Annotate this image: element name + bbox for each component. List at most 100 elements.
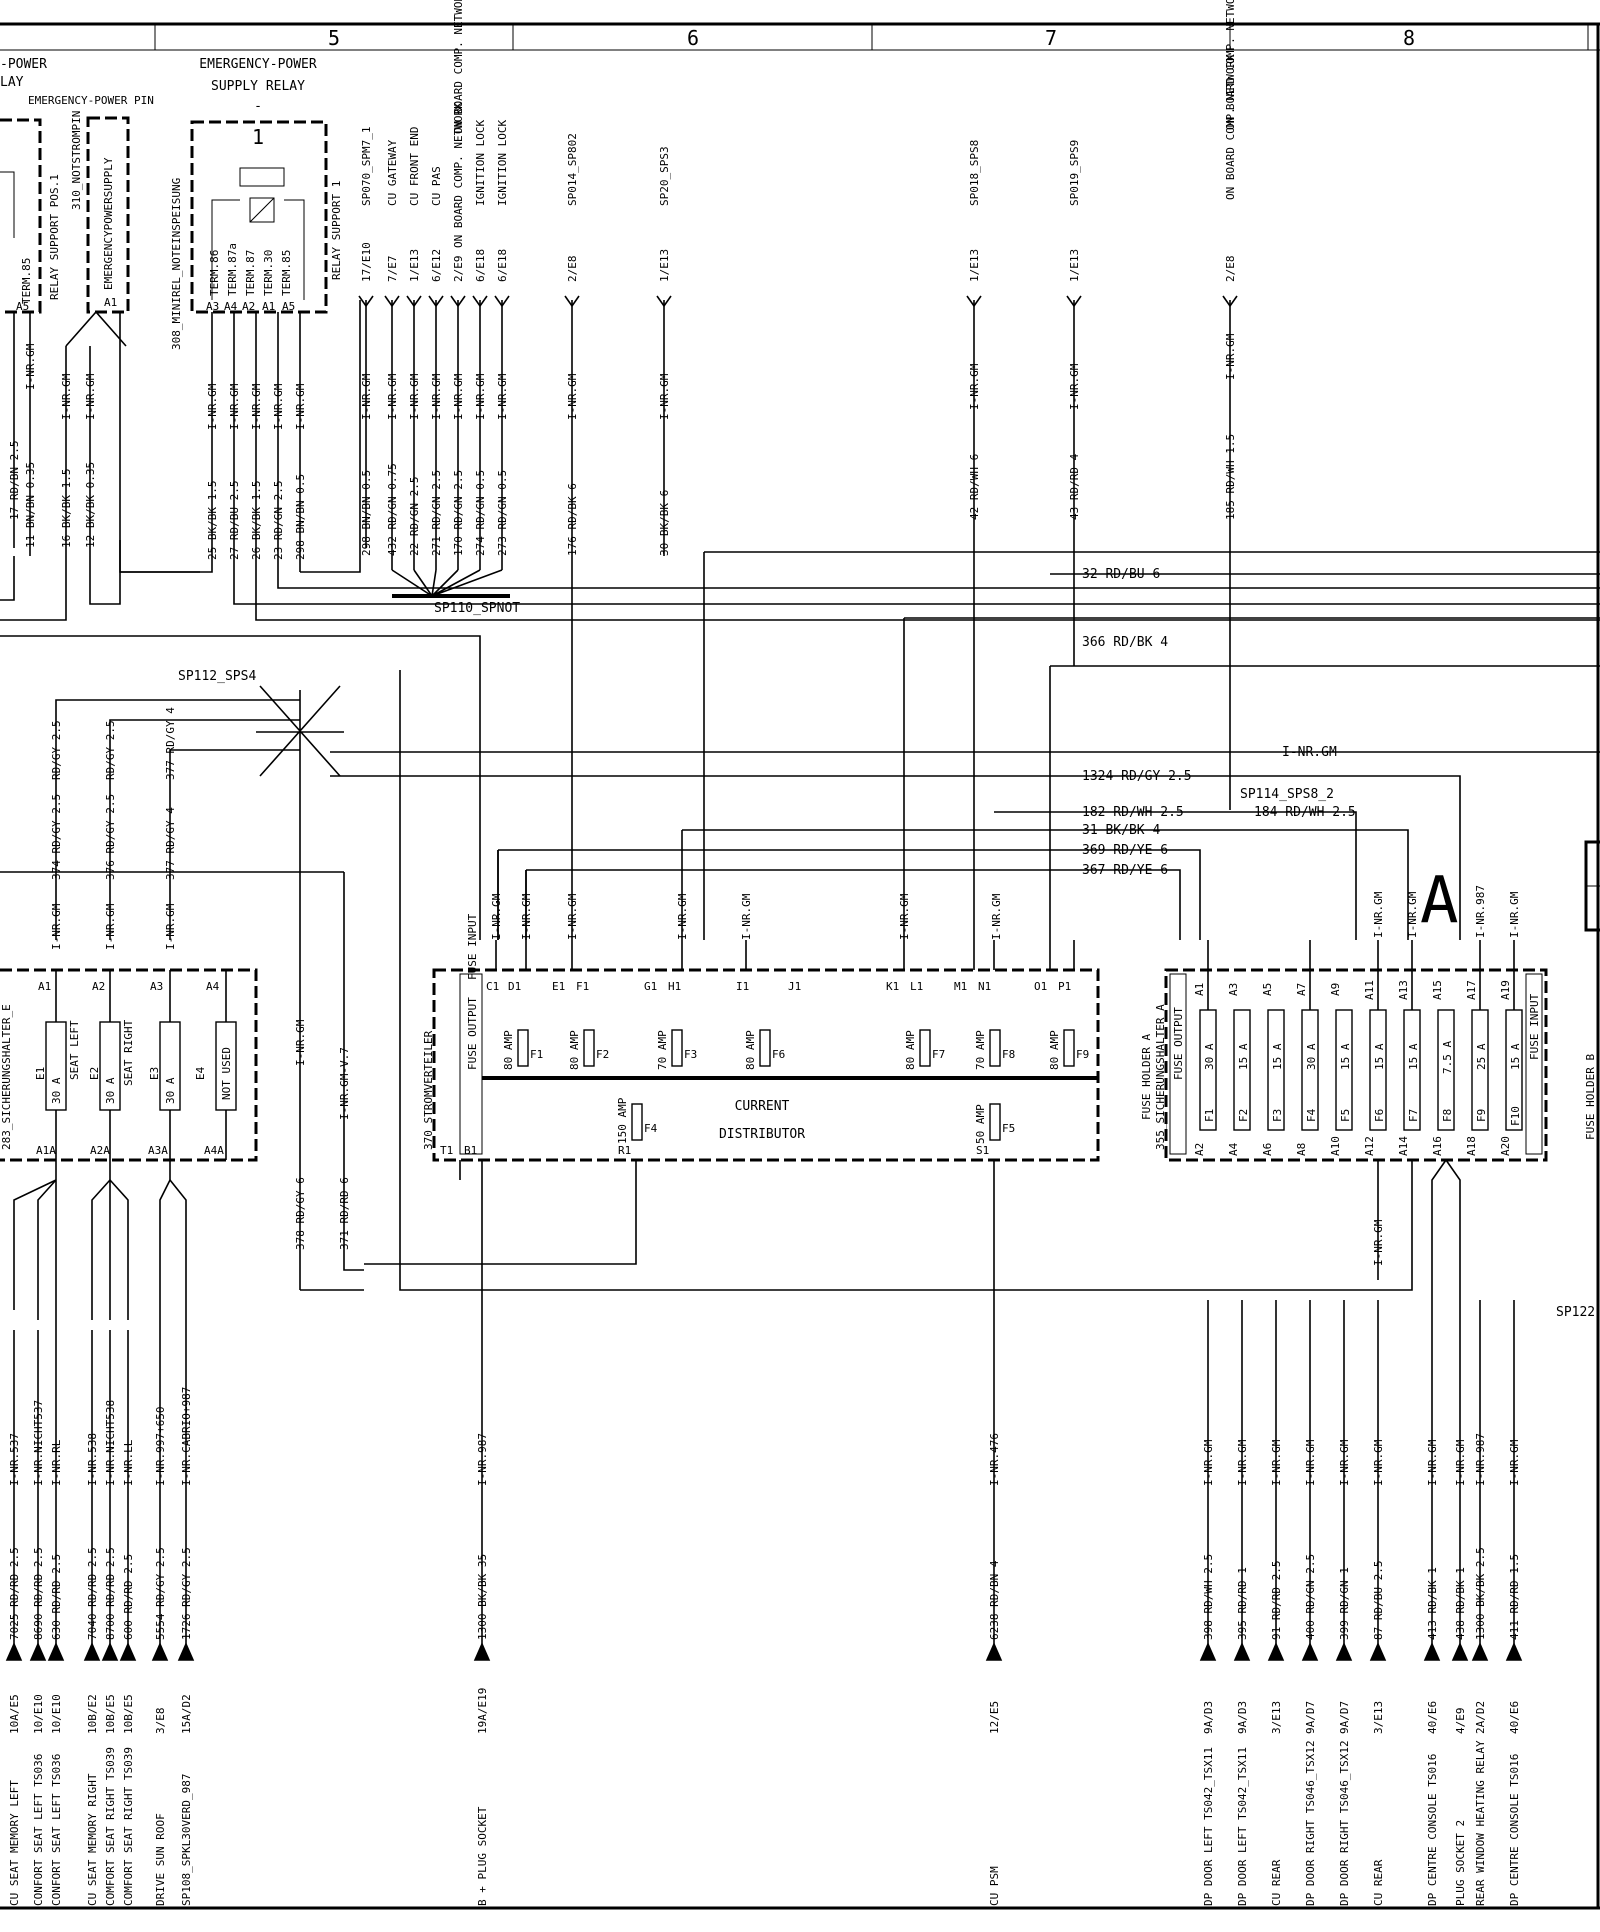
distributor-title-2: DISTRIBUTOR: [719, 1127, 805, 1142]
pin-a2: A2: [242, 300, 255, 313]
ref-label: 10A/E5: [8, 1694, 21, 1734]
connector-arrow: [151, 1642, 169, 1661]
splice-sp122: SP122: [1556, 1305, 1595, 1320]
seat-fuse-e2: E2: [88, 1067, 101, 1080]
fha-amp-6: 15 A: [1373, 1043, 1386, 1070]
relay-title-2: SUPPLY RELAY: [211, 79, 305, 94]
ref-label: 19A/E19: [476, 1688, 489, 1734]
splice-sps4-label: SP112_SPS4: [178, 669, 256, 684]
fuse-holder-b: FUSE HOLDER B SP122: [1556, 840, 1600, 1320]
splice-spnot: SP110_SPNOT: [434, 601, 520, 616]
relay-wire-23: 23 RD/GN 2.5: [272, 481, 285, 560]
conn-298: 17/E10 SP070_SPM7_1 298 BN/BN 0.5 I-NR.G…: [358, 127, 374, 556]
relay-gm-3: I-NR.GM: [250, 383, 263, 430]
dest-label: CONFORT SEAT LEFT TS036: [50, 1754, 63, 1906]
term-30: TERM.30: [262, 250, 275, 296]
pin-a5-left: A5: [16, 300, 29, 313]
wire-label: 1300 BK/BK 2.5: [1474, 1547, 1487, 1640]
fha-f2: F2: [1237, 1109, 1250, 1122]
relay-number: 1: [252, 125, 264, 149]
wire-label: 8690 RD/RD 2.5: [32, 1547, 45, 1640]
connector-arrow: [83, 1642, 101, 1661]
conn-name: SP070_SPM7_1: [360, 127, 373, 206]
nr-label: I-NR.997+650: [154, 1407, 167, 1486]
conn-name: IGNITION LOCK: [474, 120, 487, 206]
relay-gm-4: I-NR.GM: [272, 383, 285, 430]
nr-label: I-NR.GM: [1454, 1439, 1467, 1486]
conn-273: 6/E18 IGNITION LOCK 273 RD/GN 0.5 I-NR.G…: [494, 120, 510, 570]
fha-f8: F8: [1441, 1109, 1454, 1122]
wire-label: 399 RD/GN 1: [1338, 1567, 1351, 1640]
conn-gm: I-NR.GM: [1068, 363, 1081, 410]
seat-pin-a1a: A1A: [36, 1144, 56, 1157]
connector-arrow: [1335, 1642, 1353, 1661]
seat-fuse-label-4: NOT USED: [220, 1047, 233, 1100]
pin-n1: N1: [978, 980, 991, 993]
term-87: TERM.87: [244, 250, 257, 296]
ref-label: 9A/D7: [1304, 1701, 1317, 1734]
seat-wire-374: 374 RD/GY 2.5: [50, 794, 63, 880]
distributor-gm-labels: I-NR.GM I-NR.GM I-NR.GM I-NR.GM I-NR.GM …: [490, 893, 1003, 940]
fha-name-2: 355_SICHERUNGSHALTER_A: [1154, 1004, 1167, 1150]
conn-ref: 1/E13: [1068, 249, 1081, 282]
conn-gm: I-NR.GM: [1224, 333, 1237, 380]
conn-name: SP014_SP802: [566, 133, 579, 206]
ref-label: 9A/D7: [1338, 1701, 1351, 1734]
term-86: TERM.86: [208, 250, 221, 296]
fha-f6: F6: [1373, 1109, 1386, 1122]
gm-c1: I-NR.GM: [490, 893, 503, 940]
connector-arrow: [101, 1642, 119, 1661]
distributor-fuse-input: FUSE INPUT: [466, 913, 479, 980]
wire-label: 400 RD/GN 2.5: [1304, 1554, 1317, 1640]
gm-k1: I-NR.GM: [898, 893, 911, 940]
emergency-supply-relay: EMERGENCY-POWER SUPPLY RELAY - 1 308_MIN…: [120, 57, 1600, 621]
conn-name: ON BOARD COMP. NETWORK: [452, 102, 465, 248]
dest-label: DP DOOR LEFT TS042_TSX11: [1236, 1747, 1249, 1906]
ref-label: 4/E9: [1454, 1708, 1467, 1735]
seat-pin-a1: A1: [38, 980, 51, 993]
seat-fuse-label-2: SEAT RIGHT: [122, 1019, 135, 1086]
pin-k1: K1: [886, 980, 899, 993]
seat-wire-376: 376 RD/GY 2.5: [104, 794, 117, 880]
conn-274: 6/E18 IGNITION LOCK 274 RD/GN 0.5 I-NR.G…: [472, 120, 488, 570]
emergency-pin-label: EMERGENCY-POWER PIN: [28, 94, 154, 107]
fha-fuse-input: FUSE INPUT: [1528, 993, 1541, 1060]
seat-fuse-amp-1: 30 A: [50, 1077, 63, 1104]
nr-label: I-NR.GM: [1202, 1439, 1215, 1486]
relay-wire-27: 27 RD/BU 2.5: [228, 481, 241, 560]
pin-h1: H1: [668, 980, 681, 993]
fuse-amp-f6: 80 AMP: [744, 1030, 757, 1070]
pin-a1: A1: [262, 300, 275, 313]
relay-title-1: EMERGENCY-POWER: [199, 57, 317, 72]
dest-label: CU SEAT MEMORY RIGHT: [86, 1773, 99, 1906]
pin-a5: A5: [282, 300, 295, 313]
fha-a12: A12: [1363, 1136, 1376, 1156]
conn-gm: I-NR.GM: [474, 373, 487, 420]
connector-arrow: [473, 1642, 491, 1661]
conn-name: CU FRONT END: [408, 127, 421, 206]
wire-366: 366 RD/BK 4: [1082, 635, 1168, 650]
conn-wire: 298 BN/BN 0.5: [360, 470, 373, 556]
connector-arrow: [1471, 1642, 1489, 1661]
conn-271: 6/E12 CU PAS 271 RD/GN 2.5 I-NR.GM: [428, 166, 444, 570]
term85-left: TERM.85: [20, 258, 33, 304]
column-7: 7: [1045, 26, 1057, 50]
seat-fuse-e3: E3: [148, 1067, 161, 1080]
splice-sps4: SP112_SPS4 RD/GY 2.5 RD/GY 2.5 377 RD/GY…: [0, 669, 344, 1290]
relay1-title-b: LAY: [0, 75, 24, 90]
relay-gm-5: I-NR.GM: [294, 383, 307, 430]
seat-pin-a2: A2: [92, 980, 105, 993]
wire-371: 371 RD/RD 6: [338, 1177, 351, 1250]
conn-ref: 2/E8: [1224, 256, 1237, 283]
distributor-fuses: 80 AMP F1 80 AMP F2 70 AMP F3 80 AMP F6 …: [502, 1029, 1089, 1144]
fha-a17: A17: [1465, 980, 1478, 1000]
ref-label: 9A/D3: [1236, 1701, 1249, 1734]
fha-f5: F5: [1339, 1109, 1352, 1122]
connector-arrow: [29, 1642, 47, 1661]
fha-amp-1: 30 A: [1203, 1043, 1216, 1070]
pin-c1: C1: [486, 980, 499, 993]
fuse-amp-f1: 80 AMP: [502, 1030, 515, 1070]
pin-j1: J1: [788, 980, 801, 993]
conn-42: 1/E13 SP018_SPS8 42 RD/WH 6 I-NR.GM: [966, 140, 982, 940]
